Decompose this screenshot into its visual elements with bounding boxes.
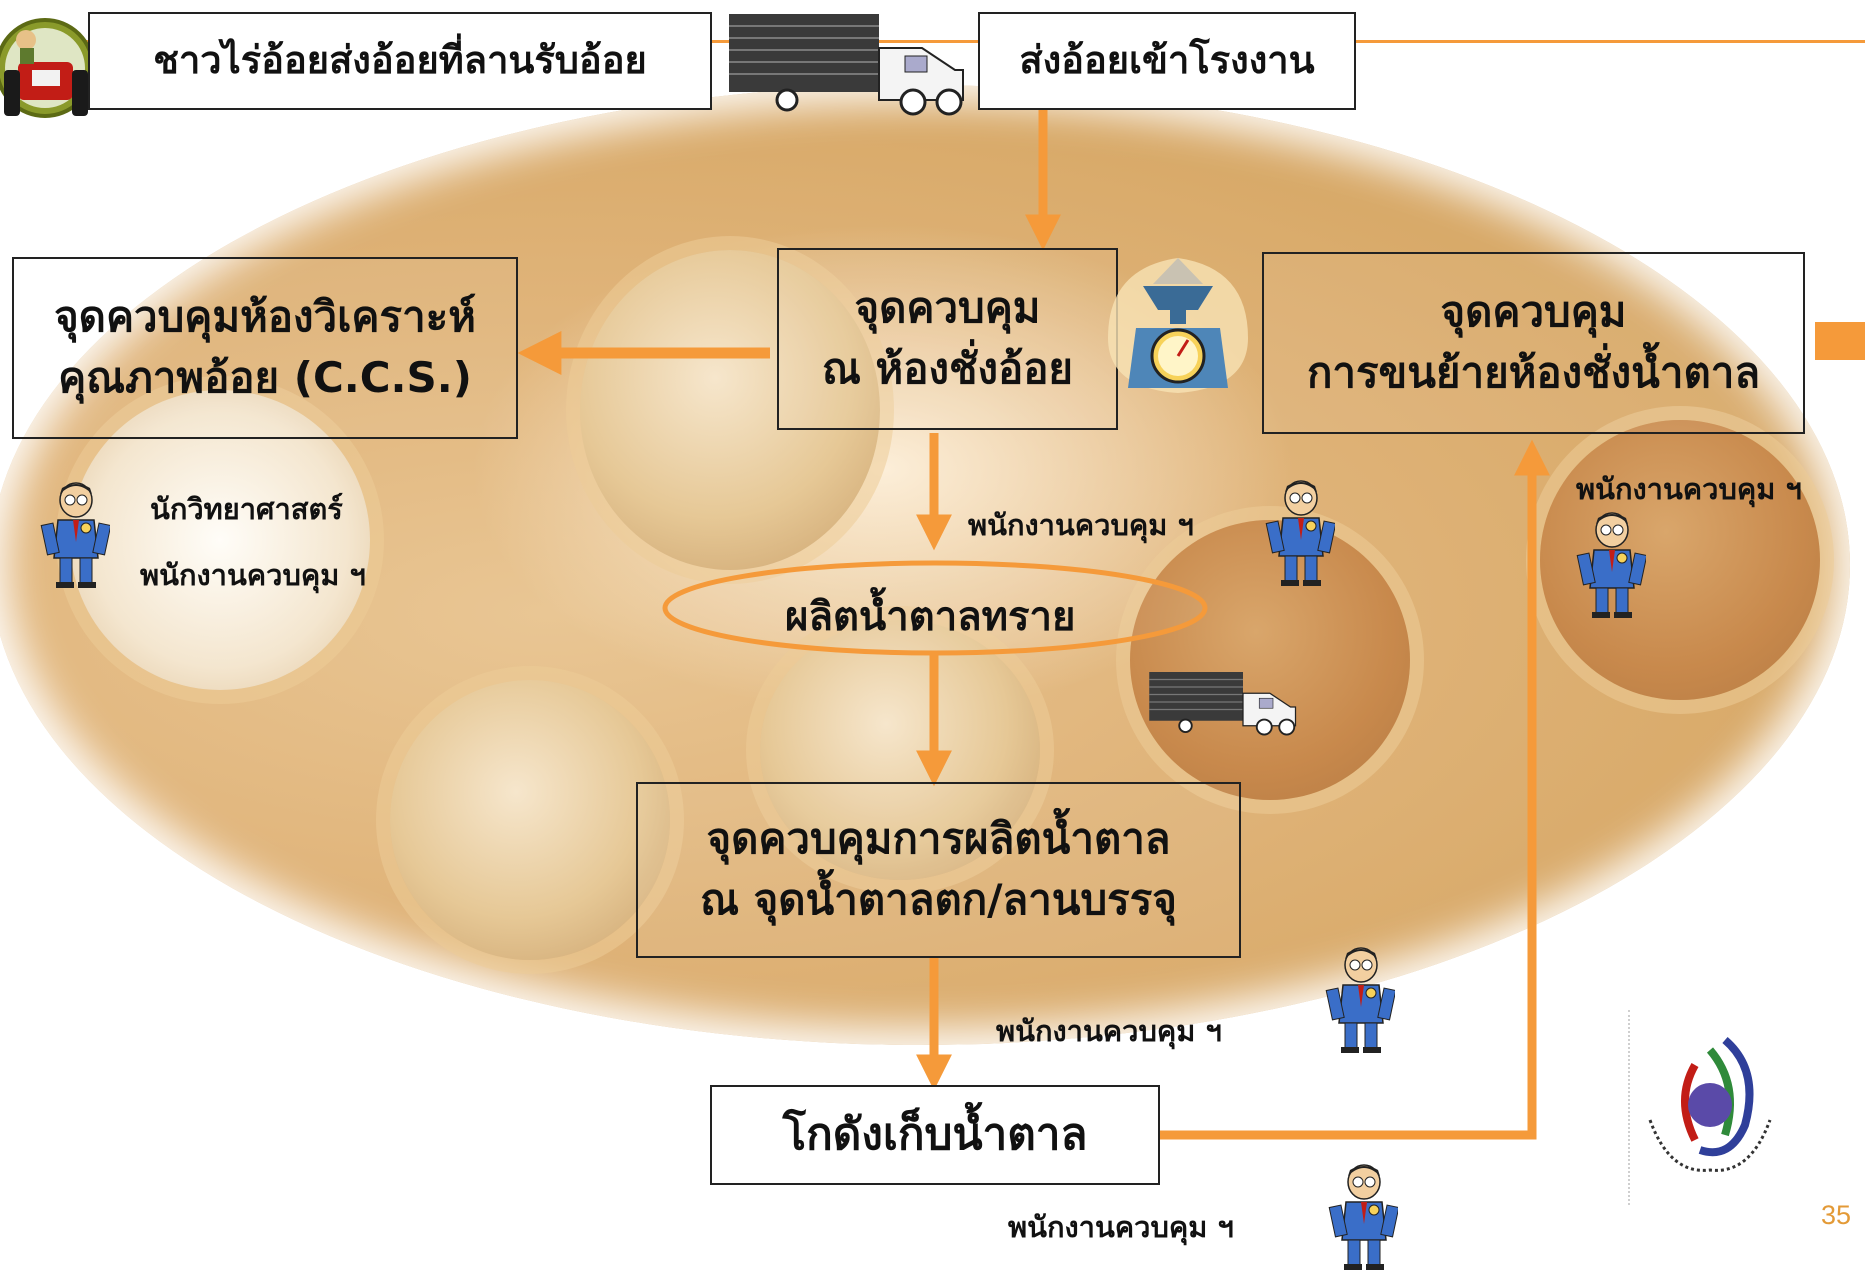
officer-icon xyxy=(40,482,110,588)
officer-label-transport: พนักงานควบคุม ฯ xyxy=(1576,472,1802,506)
header-rule xyxy=(80,40,1865,43)
lab-analysis-line1: จุดควบคุมห้องวิเคราะห์ xyxy=(54,292,476,342)
scientist-label: นักวิทยาศาสตร์ xyxy=(150,492,343,526)
cane-weighing-box: จุดควบคุม ณ ห้องชั่งอ้อย xyxy=(777,248,1118,430)
sugar-transport-line2: การขนย้ายห้องชั่งน้ำตาล xyxy=(1306,348,1761,397)
farmer-delivery-box: ชาวไร่อ้อยส่งอ้อยที่ลานรับอ้อย xyxy=(88,12,712,110)
factory-delivery-box: ส่งอ้อยเข้าโรงงาน xyxy=(978,12,1356,110)
ocsb-logo xyxy=(1648,1036,1772,1172)
officer-label-warehouse: พนักงานควบคุม ฯ xyxy=(1008,1210,1234,1244)
cane-weighing-line1: จุดควบคุม xyxy=(854,283,1041,333)
packing-control-box: จุดควบคุมการผลิตน้ำตาล ณ จุดน้ำตาลตก/ลาน… xyxy=(636,782,1241,958)
sugar-transport-line1: จุดควบคุม xyxy=(1440,287,1627,337)
truck-icon xyxy=(1149,672,1297,736)
bowl-sugar-cubes xyxy=(70,390,370,690)
officer-label-weigh: พนักงานควบคุม ฯ xyxy=(968,508,1194,542)
bowl-raw-sugar xyxy=(580,250,880,570)
bowl-brown-sugar xyxy=(1130,520,1410,800)
officer-icon xyxy=(1265,480,1335,586)
truck-icon xyxy=(729,14,964,116)
logo-divider xyxy=(1628,1010,1632,1205)
lab-analysis-box: จุดควบคุมห้องวิเคราะห์ คุณภาพอ้อย (C.C.S… xyxy=(12,257,518,439)
officer-icon xyxy=(1328,1164,1398,1270)
warehouse-label: โกดังเก็บน้ำตาล xyxy=(782,1109,1088,1161)
farmer-delivery-label: ชาวไร่อ้อยส่งอ้อยที่ลานรับอ้อย xyxy=(153,38,647,83)
arrow-stub-right xyxy=(1815,322,1865,360)
scale-icon xyxy=(1108,258,1248,393)
sugar-transport-box: จุดควบคุม การขนย้ายห้องชั่งน้ำตาล xyxy=(1262,252,1805,434)
tractor-badge-icon xyxy=(0,18,95,118)
packing-line1: จุดควบคุมการผลิตน้ำตาล xyxy=(706,814,1171,864)
bowl-white-sugar xyxy=(390,680,670,960)
officer-icon xyxy=(1325,947,1395,1053)
packing-line2: ณ จุดน้ำตาลตก/ลานบรรจุ xyxy=(700,875,1177,924)
arrow-warehouse-to-transport xyxy=(1160,439,1550,1140)
warehouse-box: โกดังเก็บน้ำตาล xyxy=(710,1085,1160,1185)
produce-ellipse xyxy=(662,560,1208,656)
factory-delivery-label: ส่งอ้อยเข้าโรงงาน xyxy=(1019,38,1315,83)
produce-label: ผลิตน้ำตาลทราย xyxy=(785,594,1076,640)
officer-label-lab: พนักงานควบคุม ฯ xyxy=(140,558,366,592)
officer-label-packing: พนักงานควบคุม ฯ xyxy=(996,1014,1222,1048)
lab-analysis-line2: คุณภาพอ้อย (C.C.S.) xyxy=(58,353,472,402)
officer-icon xyxy=(1576,512,1646,618)
page-number: 35 xyxy=(1820,1200,1851,1230)
cane-weighing-line2: ณ ห้องชั่งอ้อย xyxy=(821,344,1074,393)
bowl-fine-sugar xyxy=(760,620,1040,880)
